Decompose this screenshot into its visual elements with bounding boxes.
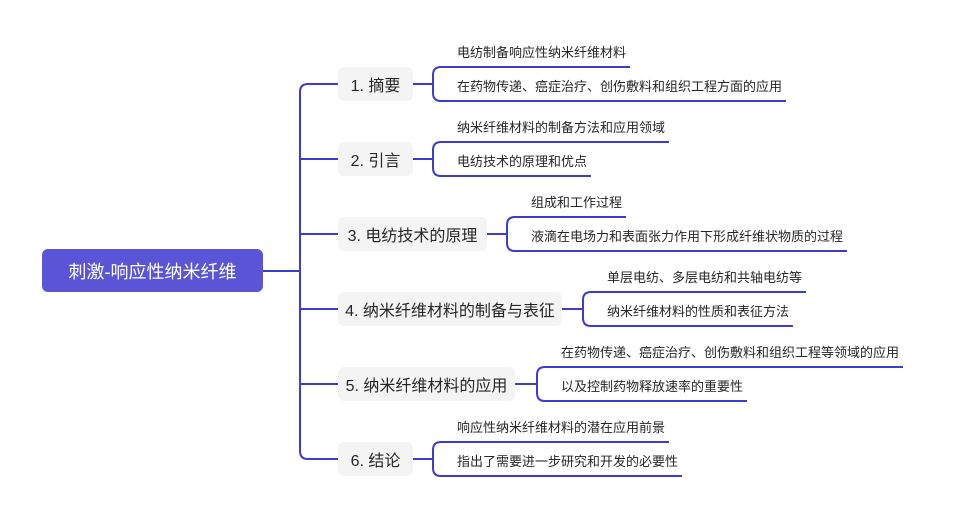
subtopic[interactable]: 以及控制药物释放速率的重要性 — [545, 378, 748, 402]
subtopic[interactable]: 纳米纤维材料的制备方法和应用领域 — [441, 119, 670, 143]
subtopic[interactable]: 电纺技术的原理和优点 — [441, 153, 592, 177]
topic-applications[interactable]: 5. 纳米纤维材料的应用 — [338, 367, 515, 401]
topic-conclusion[interactable]: 6. 结论 — [338, 442, 413, 476]
subtopic[interactable]: 在药物传递、癌症治疗、创伤敷料和组织工程等领域的应用 — [545, 344, 904, 368]
subtopic[interactable]: 指出了需要进一步研究和开发的必要性 — [441, 453, 683, 477]
topic-introduction[interactable]: 2. 引言 — [338, 142, 413, 176]
topic-preparation-characterization[interactable]: 4. 纳米纤维材料的制备与表征 — [338, 292, 562, 326]
subtopic[interactable]: 纳米纤维材料的性质和表征方法 — [591, 303, 794, 327]
subtopic[interactable]: 组成和工作过程 — [515, 194, 627, 218]
subtopic[interactable]: 液滴在电场力和表面张力作用下形成纤维状物质的过程 — [515, 228, 848, 252]
subtopic[interactable]: 在药物传递、癌症治疗、创伤敷料和组织工程方面的应用 — [441, 78, 787, 102]
topic-4-bracket — [582, 291, 592, 327]
topic-5-bracket — [536, 366, 546, 402]
trunk-connector — [299, 83, 339, 460]
subtopic[interactable]: 单层电纺、多层电纺和共轴电纺等 — [591, 269, 807, 293]
central-topic[interactable]: 刺激-响应性纳米纤维 — [42, 249, 263, 292]
topic-6-bracket — [432, 441, 442, 477]
topic-abstract[interactable]: 1. 摘要 — [338, 67, 413, 101]
topic-1-bracket — [432, 66, 442, 102]
topic-electrospinning-principle[interactable]: 3. 电纺技术的原理 — [338, 217, 487, 251]
subtopic[interactable]: 电纺制备响应性纳米纤维材料 — [441, 44, 631, 68]
topic-2-bracket — [432, 141, 442, 177]
topic-3-bracket — [506, 216, 516, 252]
subtopic[interactable]: 响应性纳米纤维材料的潜在应用前景 — [441, 419, 670, 443]
